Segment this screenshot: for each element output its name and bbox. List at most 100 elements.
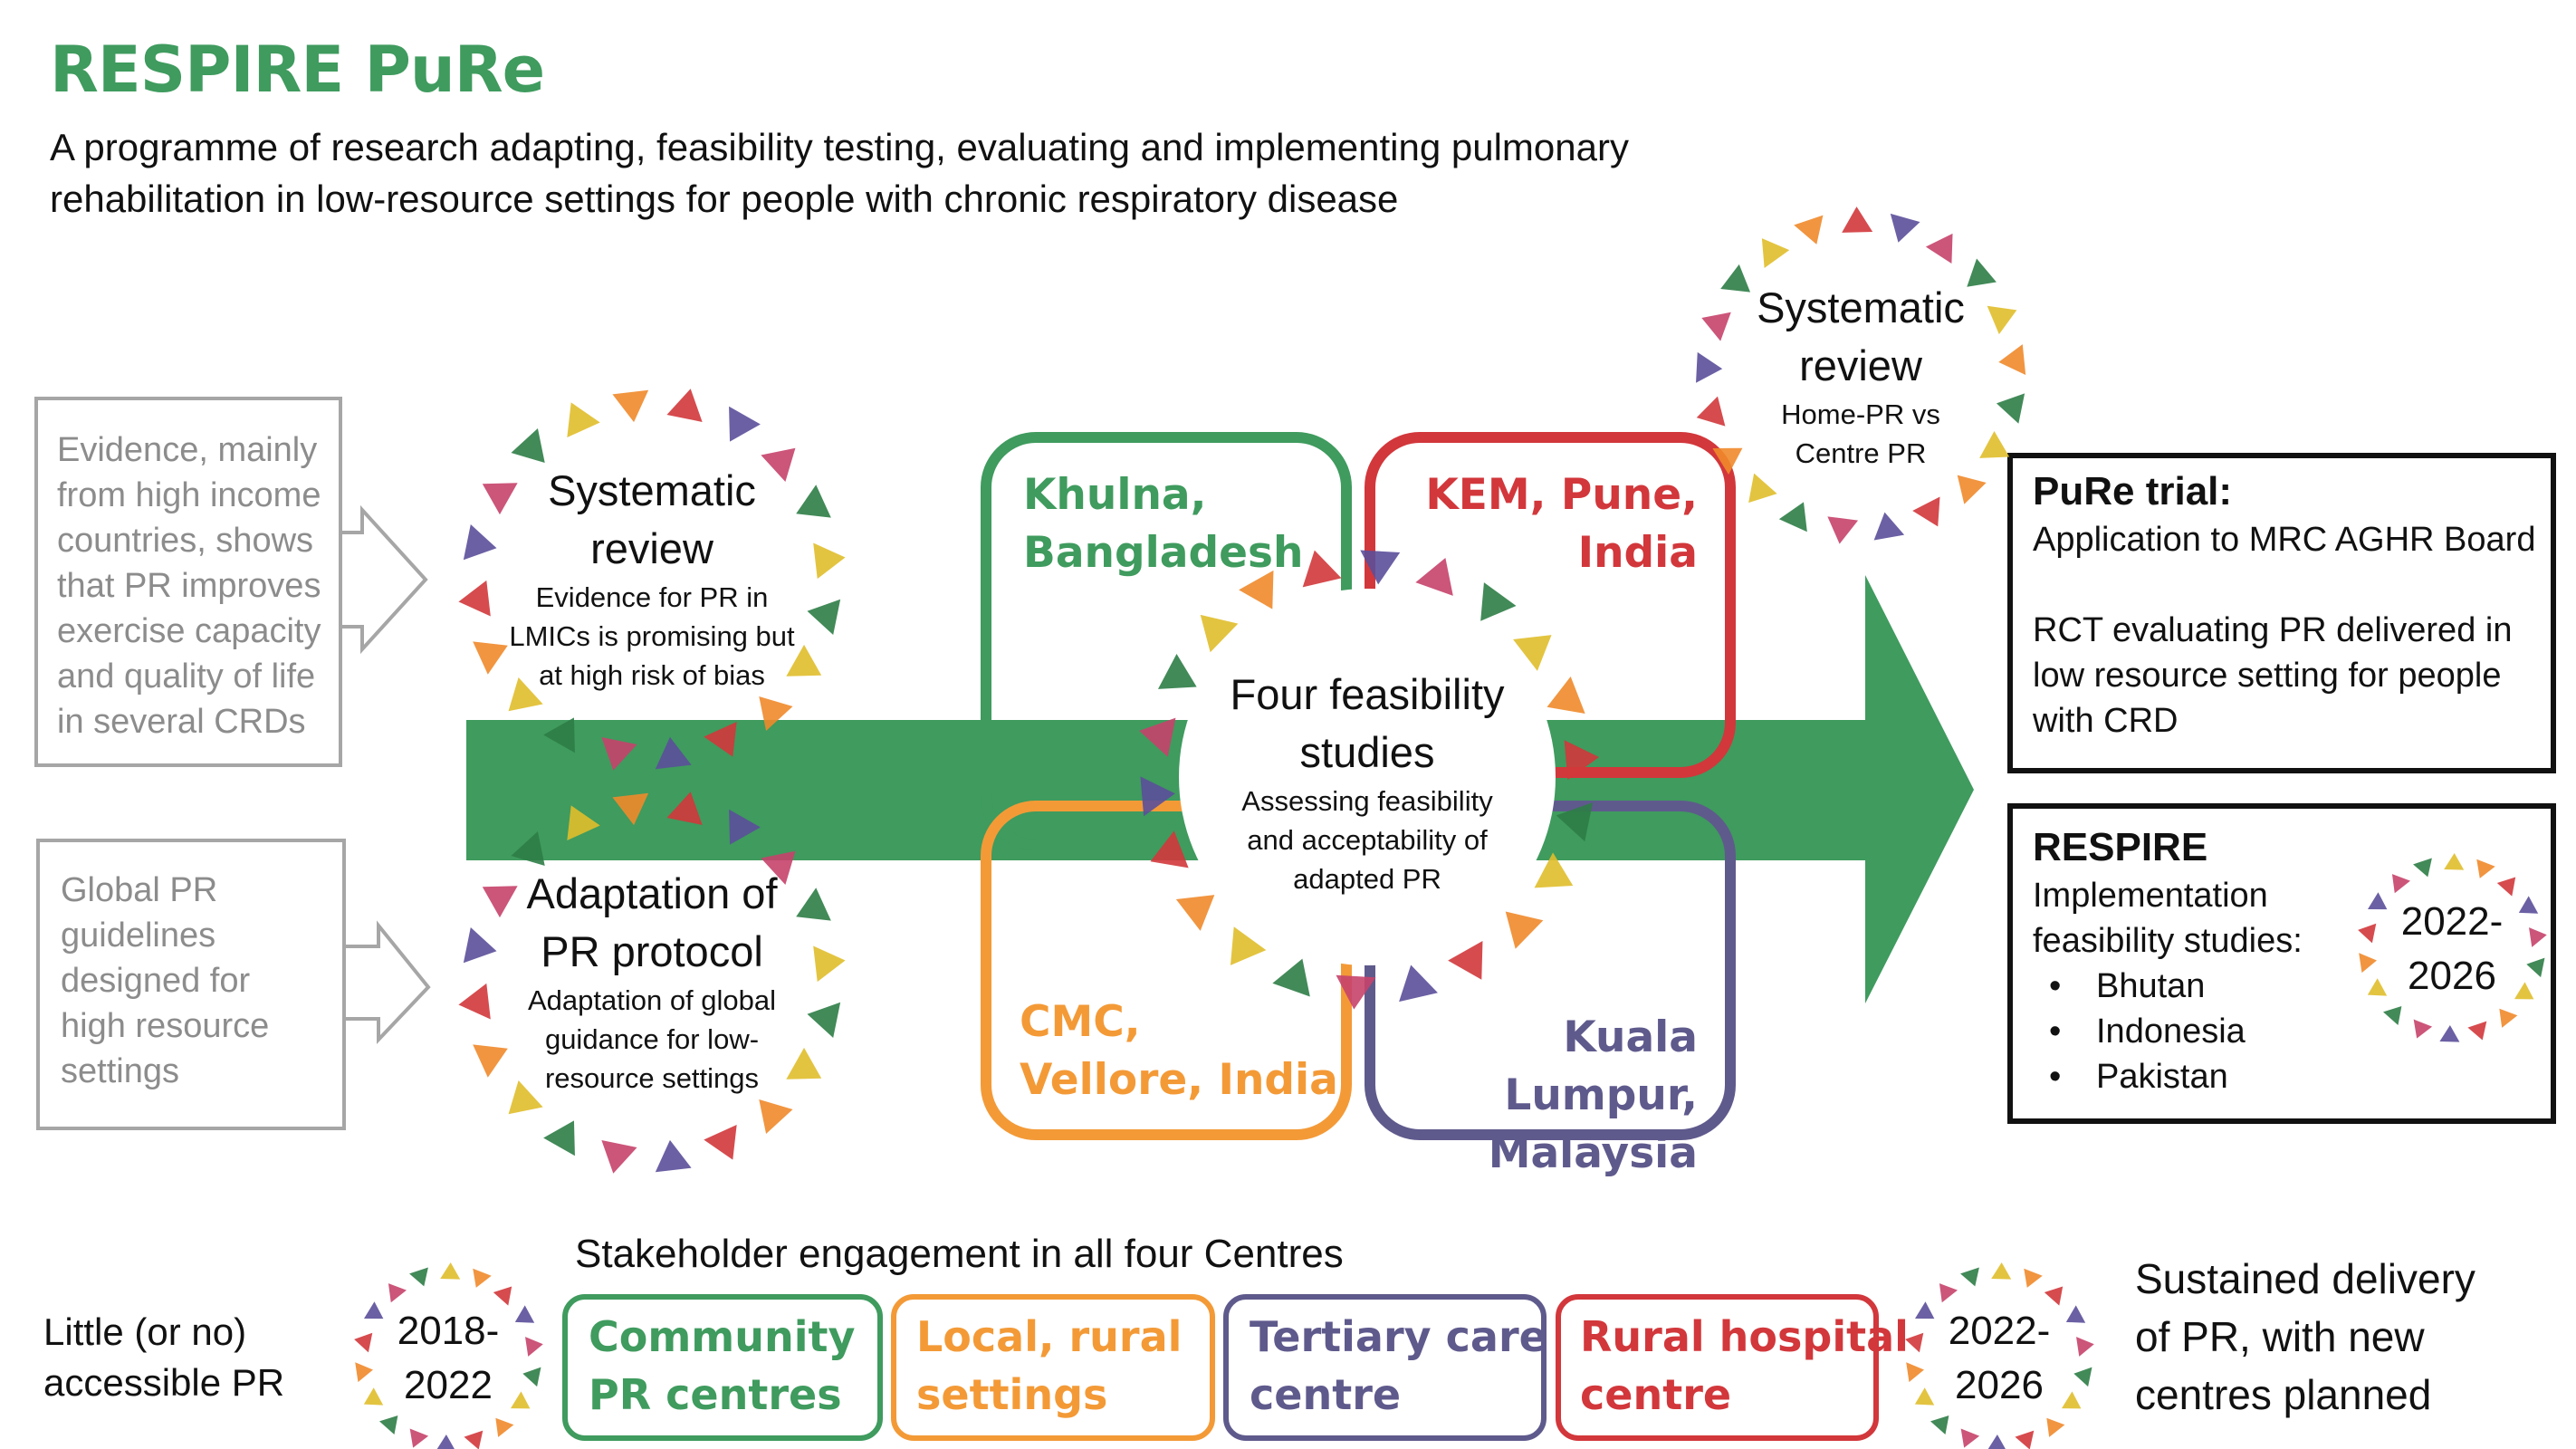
sys-review-circle: Systematic review Evidence for PR in LMI… [471,462,833,695]
ring-triangle [1360,550,1401,585]
ring-triangle [1957,475,1987,504]
list-item: Bhutan [2033,964,2377,1009]
ring-triangle [2413,858,2432,878]
ring-triangle [2367,892,2388,910]
legend-hospital: Rural hospital centre [1580,1308,1909,1424]
ring-triangle [1987,305,2017,335]
ring-triangle [363,1301,384,1319]
ring-triangle [1930,1415,1949,1435]
ring-triangle [1761,238,1790,269]
legend-community: Community PR centres [589,1308,855,1424]
ring-triangle [473,1268,492,1288]
ring-triangle [355,1362,373,1383]
pure-trial-application: Application to MRC AGHR Board [2033,521,2536,559]
ring-triangle [2015,1430,2035,1449]
ring-triangle [409,1428,429,1448]
site-line: KEM, Pune, [1425,470,1698,520]
evidence-line: exercise capacity [57,612,321,650]
site-label-kem: KEM, Pune, India [1394,466,1698,582]
ring-triangle [1912,496,1940,527]
ring-triangle [796,485,831,518]
ring-triangle [525,1337,543,1357]
ring-triangle [1987,1435,2007,1449]
ring-triangle [464,1430,484,1449]
ring-triangle [612,792,649,826]
feasibility-circle: Four feasibility studies Assessing feasi… [1177,666,1557,898]
legend-line: Rural hospital [1580,1312,1909,1361]
end-years: 2022- 2026 [1913,1304,2085,1413]
ring-triangle [2439,1025,2460,1042]
ring-triangle [2073,1367,2092,1387]
ring-triangle [759,696,793,732]
circle-title: Systematic [548,466,756,514]
ring-triangle [511,427,545,464]
ring-triangle [1748,473,1777,504]
respire-years: 2022- 2026 [2366,895,2538,1003]
ring-triangle [2499,1008,2518,1028]
circle-title: studies [1299,728,1435,776]
ring-triangle [508,677,543,712]
ring-triangle [508,1080,543,1115]
after-line: Sustained delivery [2135,1255,2475,1302]
ring-triangle [543,717,575,753]
ring-triangle [1939,1283,1958,1303]
ring-triangle [666,792,703,825]
evidence-line: that PR improves [57,567,321,605]
circle-title: review [1799,341,1922,389]
ring-triangle [2061,1391,2082,1409]
ring-triangle [1448,941,1483,980]
ring-triangle [2467,1021,2487,1041]
legend-box-rural [891,1294,1215,1441]
ring-triangle [495,1417,514,1437]
ring-triangle [1827,516,1859,544]
ring-triangle [729,809,761,845]
ring-triangle [761,447,796,482]
start-years-ring [354,1262,543,1449]
ring-triangle [1842,206,1873,233]
ring-triangle [1914,1301,1935,1319]
ring-triangle [2024,1268,2043,1288]
sys-review-2-ring [1696,206,2026,544]
ring-triangle [759,1099,793,1135]
legend-box-hospital [1556,1294,1879,1441]
year-line: 2018- [397,1309,500,1353]
after-line: centres planned [2135,1371,2432,1418]
guidelines-line: settings [61,1052,179,1090]
legend-rural: Local, rural settings [916,1308,1182,1424]
circle-title: PR protocol [541,927,763,975]
adaptation-circle: Adaptation of PR protocol Adaptation of … [471,865,833,1098]
legend-line: centre [1250,1370,1402,1419]
ring-triangle [1399,964,1438,1003]
ring-triangle [1272,958,1310,997]
ring-triangle [612,389,649,423]
ring-triangle [1336,974,1376,1010]
ring-triangle [666,389,703,422]
ring-triangle [1794,215,1824,245]
ring-triangle [1302,550,1342,588]
circle-title: Four feasibility [1230,670,1505,718]
circle-detail: at high risk of bias [539,659,765,691]
ring-triangle [1914,1387,1935,1406]
year-line: 2026 [2408,954,2496,998]
ring-triangle [482,483,518,515]
ring-triangle [567,402,600,438]
circle-detail: Home-PR vs [1781,398,1940,430]
ring-triangle [796,888,831,921]
ring-triangle [567,805,600,841]
ring-triangle [786,644,822,677]
pure-trial-desc: RCT evaluating PR delivered in [2033,611,2513,649]
ring-triangle [1991,1262,2012,1280]
spacer [2033,562,2540,608]
ring-triangle [514,1305,535,1323]
ring-triangle [1998,344,2026,375]
legend-line: Tertiary care [1250,1312,1547,1361]
ring-triangle [522,1367,541,1387]
year-line: 2026 [1955,1363,2044,1407]
circle-title: review [590,524,713,572]
legend-line: PR centres [589,1370,842,1419]
ring-triangle [1960,1428,1980,1448]
ring-triangle [1905,1332,1924,1353]
ring-triangle [1547,676,1585,714]
start-years: 2018- 2022 [362,1304,534,1413]
circle-detail: resource settings [544,1062,760,1094]
